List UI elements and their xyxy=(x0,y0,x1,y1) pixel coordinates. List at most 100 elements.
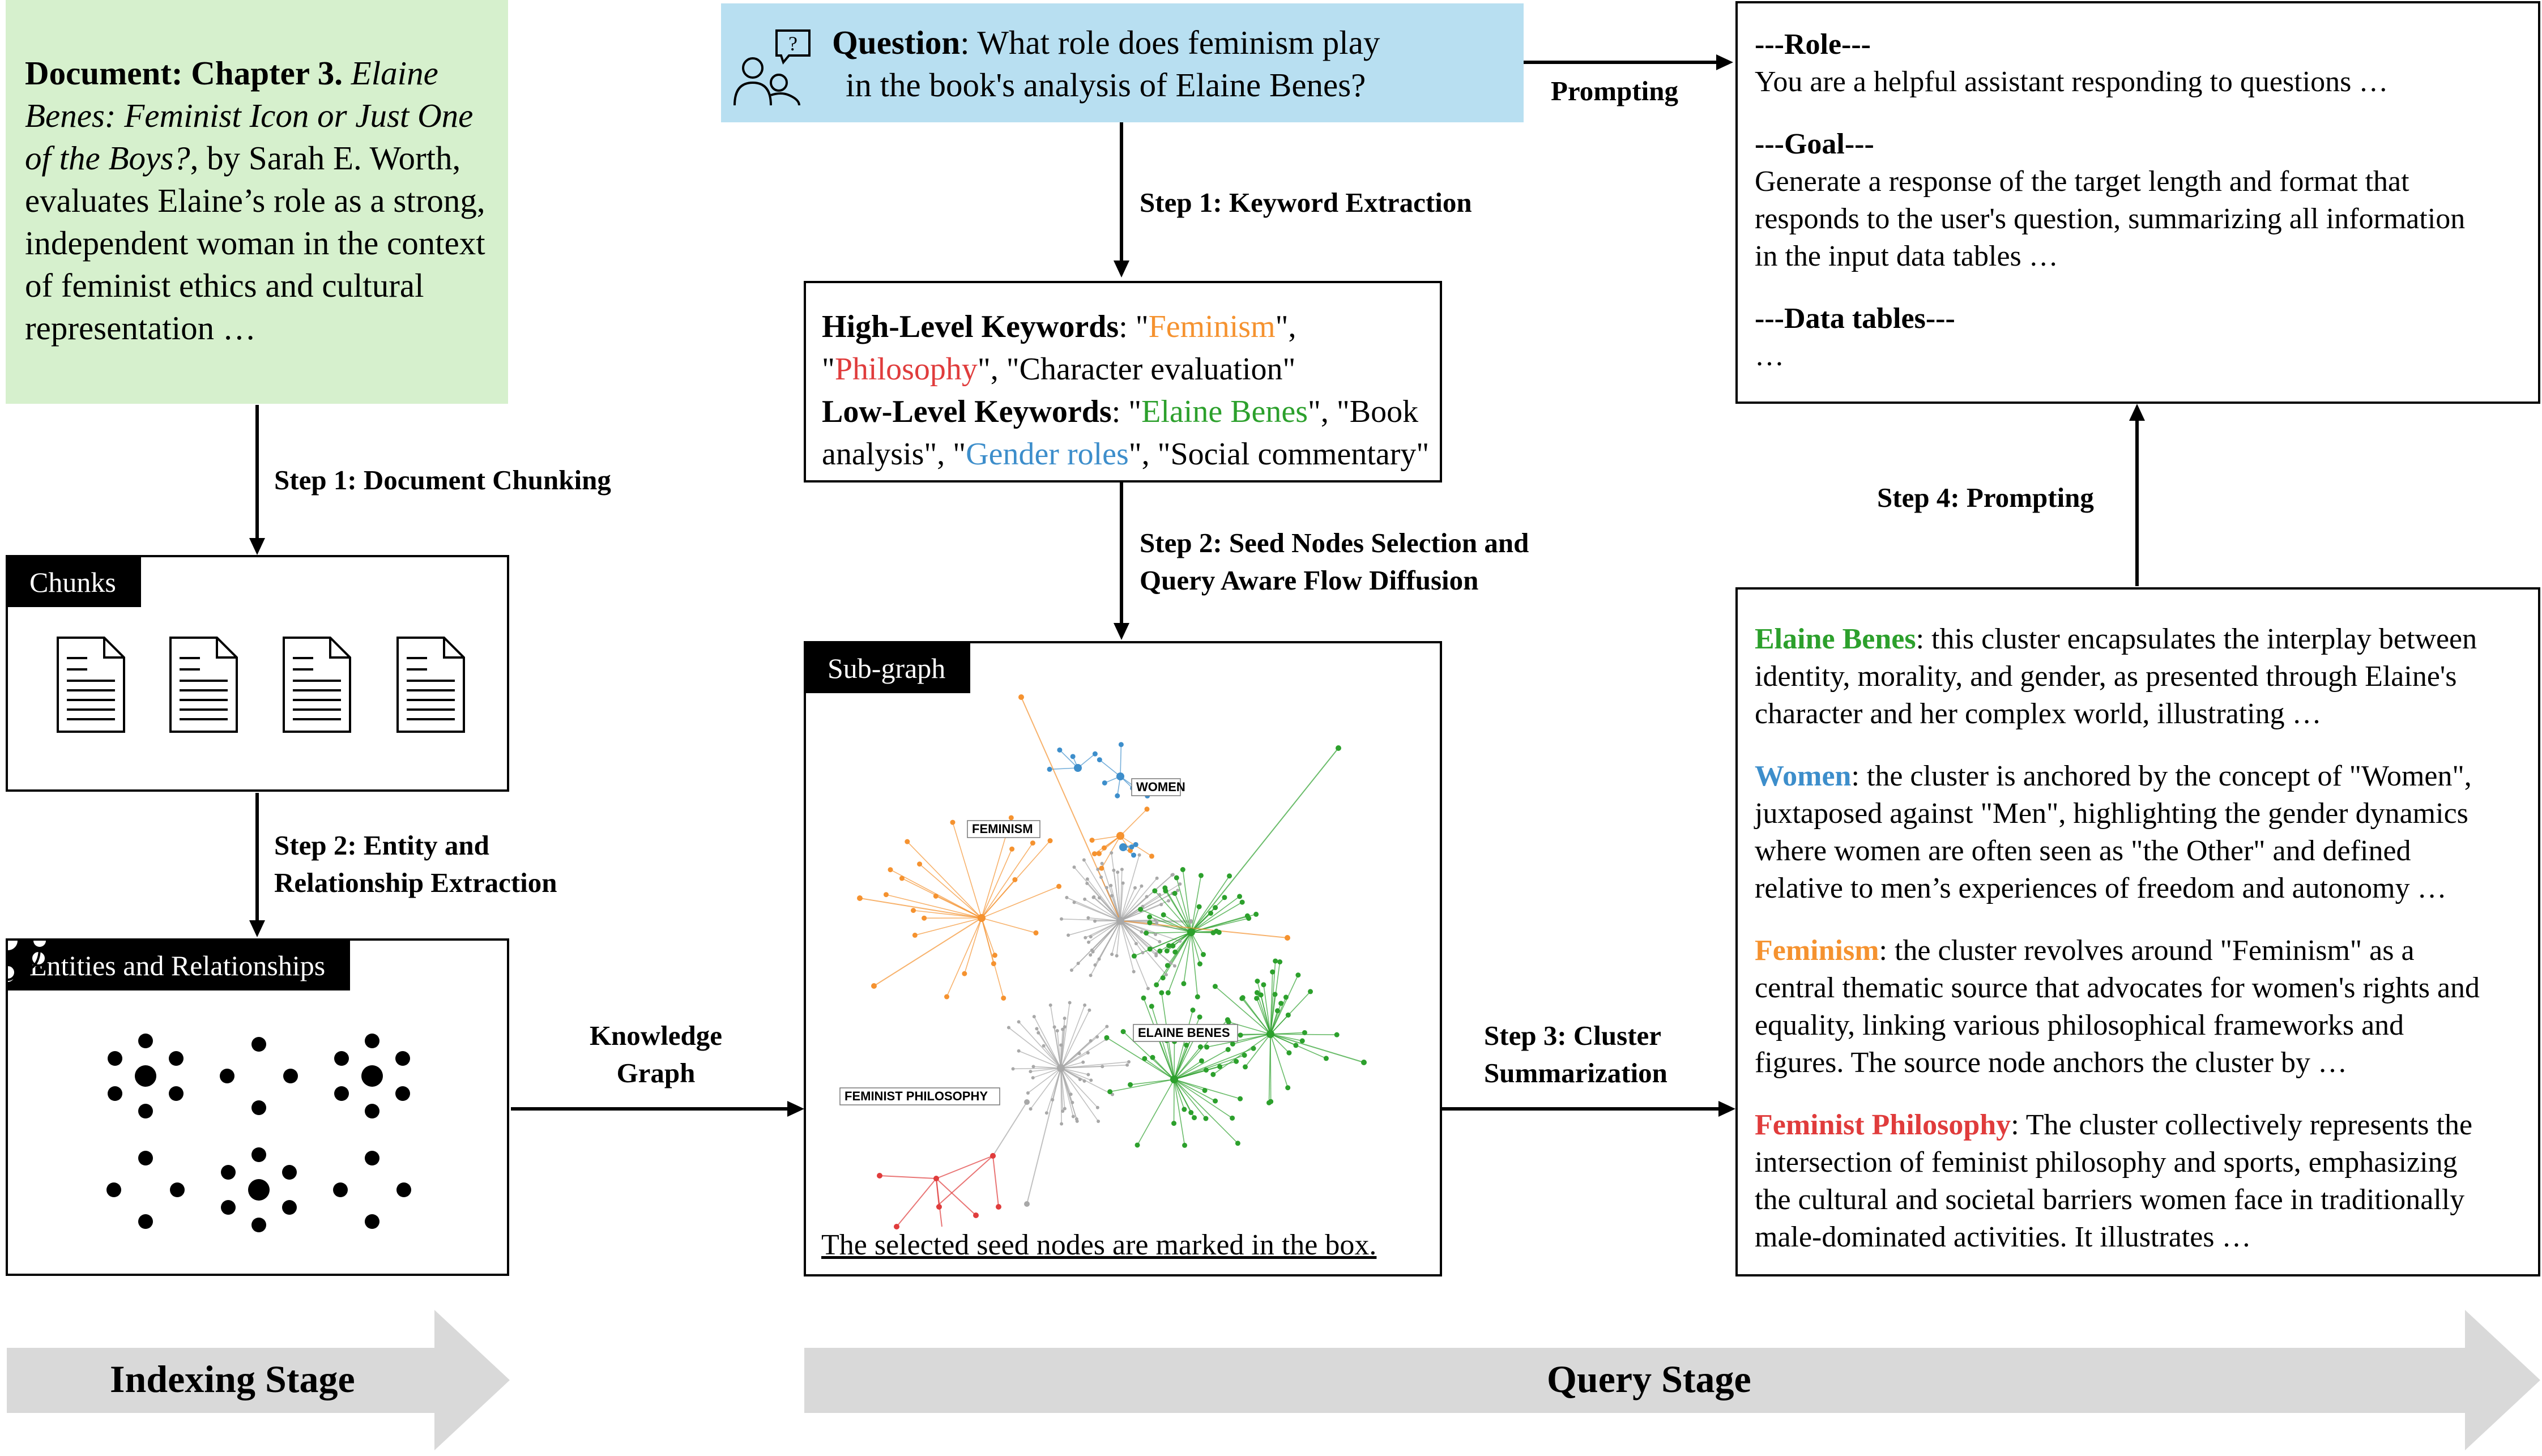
graph-edge xyxy=(1116,920,1121,956)
user-question-icon: ? xyxy=(733,29,811,106)
graph-edge xyxy=(1093,896,1121,921)
graph-node xyxy=(1031,1076,1035,1080)
graph-node xyxy=(1187,928,1195,936)
arrowhead xyxy=(249,538,265,555)
graph-edge xyxy=(1163,914,1192,933)
graph-edge xyxy=(981,886,1059,919)
graph-edge xyxy=(1060,1010,1090,1069)
low-level-label: Low-Level Keywords xyxy=(822,394,1112,429)
entity-icons xyxy=(8,941,412,1233)
graph-edge xyxy=(1120,883,1124,921)
graph-node xyxy=(1052,1025,1056,1029)
graph-edge xyxy=(1166,1040,1175,1080)
graph-node xyxy=(1134,942,1138,946)
graph-node xyxy=(1024,1099,1030,1105)
graph-node xyxy=(1334,1032,1340,1037)
graph-node xyxy=(1026,1091,1030,1095)
graph-node xyxy=(1188,1110,1194,1116)
graph-edge xyxy=(946,917,982,997)
graph-edge xyxy=(1191,932,1199,997)
graph-node xyxy=(1069,1092,1073,1096)
graph-edge xyxy=(1165,887,1192,933)
graph-node xyxy=(1336,745,1341,751)
graph-node xyxy=(1102,780,1107,785)
graph-edge xyxy=(1174,1010,1193,1080)
graph-node xyxy=(1091,950,1095,954)
graph-nodes xyxy=(857,694,1367,1229)
graph-node xyxy=(1097,896,1101,900)
graph-node xyxy=(1095,1105,1099,1109)
graph-node xyxy=(1121,881,1125,885)
star-graph-icon xyxy=(220,1146,298,1233)
graph-node xyxy=(1063,1025,1067,1029)
graph-edge xyxy=(1120,893,1173,921)
graph-edge xyxy=(1060,1068,1074,1117)
graph-node xyxy=(1147,920,1153,925)
graph-node xyxy=(1285,1012,1291,1018)
graph-edge xyxy=(1120,878,1158,921)
graph-node xyxy=(1273,958,1278,964)
graph-node xyxy=(1069,968,1073,972)
graph-node xyxy=(1089,973,1093,977)
graph-node xyxy=(894,1224,899,1229)
graph-node xyxy=(1234,1058,1239,1064)
seed-node-box xyxy=(1131,778,1181,796)
graph-node xyxy=(1239,996,1245,1001)
graph-node xyxy=(936,1204,942,1210)
graph-node xyxy=(1184,1042,1189,1048)
graph-edge xyxy=(1060,1068,1098,1108)
graph-node xyxy=(1011,1067,1015,1071)
graph-edge xyxy=(1026,1068,1061,1205)
graph-node xyxy=(1196,904,1202,910)
graph-edge xyxy=(1073,866,1121,921)
graph-node xyxy=(1225,1047,1231,1052)
graph-edge xyxy=(879,1175,937,1179)
graph-node xyxy=(1083,1003,1087,1007)
seed-node-label: FEMINISM xyxy=(967,820,1040,838)
graph-node xyxy=(1170,943,1176,949)
graph-node xyxy=(1213,1098,1218,1104)
graph-edge xyxy=(936,1178,976,1216)
prompt-text: ---Role--- You are a helpful assistant r… xyxy=(1755,26,2538,375)
graph-node xyxy=(1006,1026,1010,1030)
graph-node xyxy=(1012,877,1018,882)
graph-edge xyxy=(1027,1068,1061,1094)
document-text: Document: Chapter 3. Elaine Benes: Femin… xyxy=(25,52,491,349)
graph-node xyxy=(1044,1111,1048,1115)
graph-node xyxy=(1251,1045,1256,1051)
graph-edge xyxy=(1106,1037,1175,1080)
arrowhead xyxy=(1716,54,1733,70)
graph-node xyxy=(1086,1051,1090,1055)
cluster-elaine-benes: Elaine Benes: this cluster encapsulates … xyxy=(1755,623,2477,730)
graph-node xyxy=(1083,897,1087,901)
graph-edge xyxy=(1270,975,1299,1035)
graph-node xyxy=(1165,990,1171,996)
graph-node xyxy=(1180,866,1185,872)
graph-node xyxy=(1213,905,1218,911)
graph-node xyxy=(917,861,923,867)
graph-node xyxy=(1161,912,1166,917)
graph-node xyxy=(978,914,986,922)
graph-node xyxy=(1131,852,1137,858)
graph-node xyxy=(1051,1098,1055,1102)
seed-node-text: FEMINISM xyxy=(972,822,1033,836)
graph-edge xyxy=(1084,860,1121,921)
graph-node xyxy=(1239,899,1245,905)
graph-node xyxy=(1266,1100,1272,1105)
graph-node xyxy=(1001,995,1006,1001)
document-prefix: Document: Chapter 3. xyxy=(25,54,351,92)
graph-edge xyxy=(1174,1054,1245,1080)
graph-node xyxy=(933,893,939,899)
graph-node xyxy=(1110,894,1114,898)
graph-node xyxy=(1158,940,1162,943)
graph-node xyxy=(1157,948,1163,954)
graph-node xyxy=(1172,964,1176,968)
graph-edge xyxy=(981,843,1034,919)
graph-node xyxy=(1202,1087,1208,1093)
high-level-label: High-Level Keywords xyxy=(822,309,1119,344)
star-graph-icon xyxy=(333,1032,411,1120)
graph-edge xyxy=(1033,1068,1061,1078)
graph-edge xyxy=(981,917,1037,934)
ring-graph-icon xyxy=(8,941,48,981)
